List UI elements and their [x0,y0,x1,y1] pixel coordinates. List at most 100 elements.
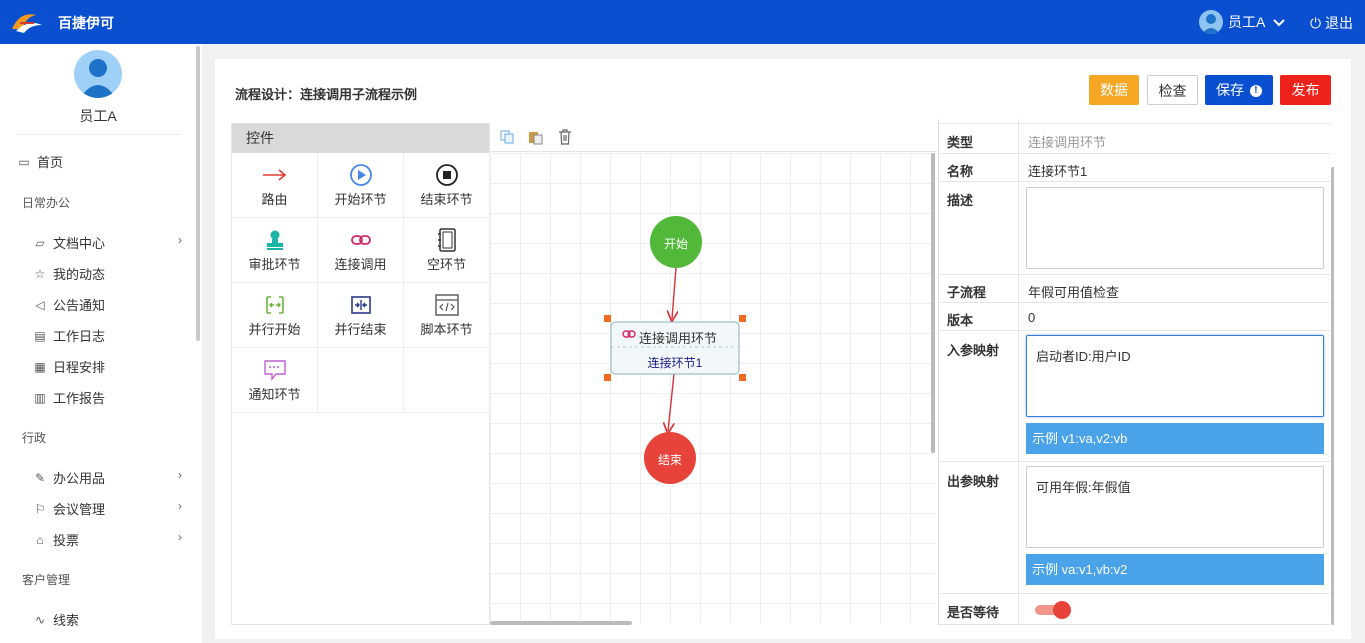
controls-title: 控件 [232,124,489,153]
control-label: 脚本环节 [420,322,473,337]
resize-handle[interactable] [604,374,611,381]
link-icon [622,330,636,338]
sidebar-item-label: 办公用品 [53,471,106,486]
sidebar-section-title: 行政 [22,431,47,445]
sidebar-item-notices[interactable]: ◁ 公告通知 [33,295,105,314]
sidebar-item-meetings[interactable]: ⚐会议管理 [33,499,105,518]
trash-icon[interactable] [558,129,572,145]
resize-handle[interactable] [604,315,611,322]
property-row-output-mapping: 出参映射 可用年假:年假值 示例 va:v1,vb:v2 [939,462,1331,594]
megaphone-icon: ◁ [35,297,45,312]
power-icon: ⏻ [1310,15,1322,31]
data-button[interactable]: 数据 [1089,75,1139,105]
control-approval[interactable]: 审批环节 [232,218,318,283]
check-button[interactable]: 检查 [1147,75,1198,105]
report-icon: ▥ [34,390,46,405]
publish-button[interactable]: 发布 [1280,75,1331,105]
sidebar-item-label: 线索 [53,613,80,628]
canvas-horizontal-scrollbar[interactable] [490,621,632,625]
control-end[interactable]: 结束环节 [404,153,490,218]
description-textarea[interactable] [1026,187,1324,269]
sidebar-user-name: 员工A [79,108,117,124]
code-icon [434,294,459,316]
chevron-right-icon: › [178,499,182,513]
sidebar-item-label: 公告通知 [53,298,106,313]
subflow-value[interactable]: 年假可用值检查 [1028,285,1120,300]
sidebar-item-label: 文档中心 [53,236,106,251]
merge-icon [350,296,371,314]
node-name: 连接环节1 [647,356,703,370]
flow-connector[interactable] [668,373,675,431]
flow-connector[interactable] [672,267,676,319]
play-circle-icon [349,164,372,186]
properties-panel: 类型 连接调用环节 名称 连接环节1 描述 子流程 年假可用值检查 版本 0 入… [938,119,1334,625]
control-label: 连接调用 [334,257,387,272]
control-route[interactable]: 路由 [232,153,318,218]
canvas-toolbar [490,123,937,152]
logout-label: 退出 [1324,15,1353,31]
resize-handle[interactable] [739,315,746,322]
name-value[interactable]: 连接环节1 [1028,164,1088,179]
sidebar-item-supplies[interactable]: ✎ 办公用品 [33,468,105,487]
wait-toggle[interactable] [1035,601,1071,619]
start-node[interactable] [650,216,702,268]
flow-canvas[interactable]: 开始 结束 连接调用环节 连接环节1 [490,153,935,623]
control-parallel-start[interactable]: 并行开始 [232,283,318,348]
calendar-icon: ▦ [34,359,46,374]
control-script[interactable]: 脚本环节 [404,283,490,348]
notebook-icon: ▤ [34,328,46,343]
save-label: 保存 [1216,82,1245,98]
toggle-knob [1053,601,1071,619]
notebook-icon [437,228,456,252]
end-node-label: 结束 [657,453,682,467]
control-label: 审批环节 [248,257,301,272]
control-label: 通知环节 [248,387,301,402]
chevron-right-icon: › [178,233,182,247]
input-mapping-hint: 示例 v1:va,v2:vb [1026,423,1324,454]
chevron-right-icon: › [178,468,182,482]
sidebar-item-documents[interactable]: ▱ 文档中心 [33,233,105,252]
control-empty[interactable]: 空环节 [404,218,490,283]
sidebar-item-label: 我的动态 [53,267,106,282]
control-parallel-end[interactable]: 并行结束 [318,283,404,348]
edit-icon: ✎ [34,470,46,485]
property-row-version: 版本 0 [939,303,1331,331]
resize-handle[interactable] [739,374,746,381]
end-node[interactable] [644,432,696,484]
logout-button[interactable]: ⏻ 退出 [1310,13,1353,33]
control-link-call[interactable]: 连接调用 [318,218,404,283]
star-icon: ☆ [34,266,46,281]
sidebar-item-report[interactable]: ▥工作报告 [33,388,105,407]
sidebar-item-label: 投票 [53,533,80,548]
vote-icon: ⌂ [36,532,44,547]
flow-diagram [604,216,746,484]
link-call-node[interactable] [610,321,740,375]
divider [16,134,181,135]
output-mapping-textarea[interactable]: 可用年假:年假值 [1026,466,1324,548]
canvas-vertical-scrollbar[interactable] [931,153,935,453]
control-notify[interactable]: 通知环节 [232,348,318,413]
save-button[interactable]: 保存 ! [1205,75,1273,105]
sidebar-item-worklog[interactable]: ▤工作日志 [33,326,105,345]
copy-icon[interactable] [500,130,514,144]
sidebar-item-schedule[interactable]: ▦日程安排 [33,357,105,376]
sidebar-item-activity[interactable]: ☆ 我的动态 [33,264,105,283]
link-icon [350,235,371,245]
property-row-input-mapping: 入参映射 启动者ID:用户ID 示例 v1:va,v2:vb [939,331,1331,462]
user-name: 员工A [1228,14,1266,30]
version-value: 0 [1028,310,1036,325]
start-node-label: 开始 [663,237,688,251]
input-mapping-textarea[interactable]: 启动者ID:用户ID [1026,335,1324,417]
folder-icon: ▱ [35,235,45,250]
sidebar-item-leads[interactable]: ∿线索 [33,610,79,629]
user-menu[interactable]: 员工A [1199,10,1287,34]
control-label: 并行开始 [248,322,301,337]
sidebar-item-home[interactable]: ▭首页 [17,152,63,171]
controls-palette: 控件 路由 开始环节 结束环节 审批环节 连接调用 [231,123,490,625]
property-label: 名称 [947,164,974,179]
sidebar-scrollbar[interactable] [196,46,200,341]
paste-icon[interactable] [528,129,544,145]
control-start[interactable]: 开始环节 [318,153,404,218]
sidebar-item-vote[interactable]: ⌂ 投票 [33,530,79,549]
properties-scrollbar[interactable] [1331,167,1334,625]
